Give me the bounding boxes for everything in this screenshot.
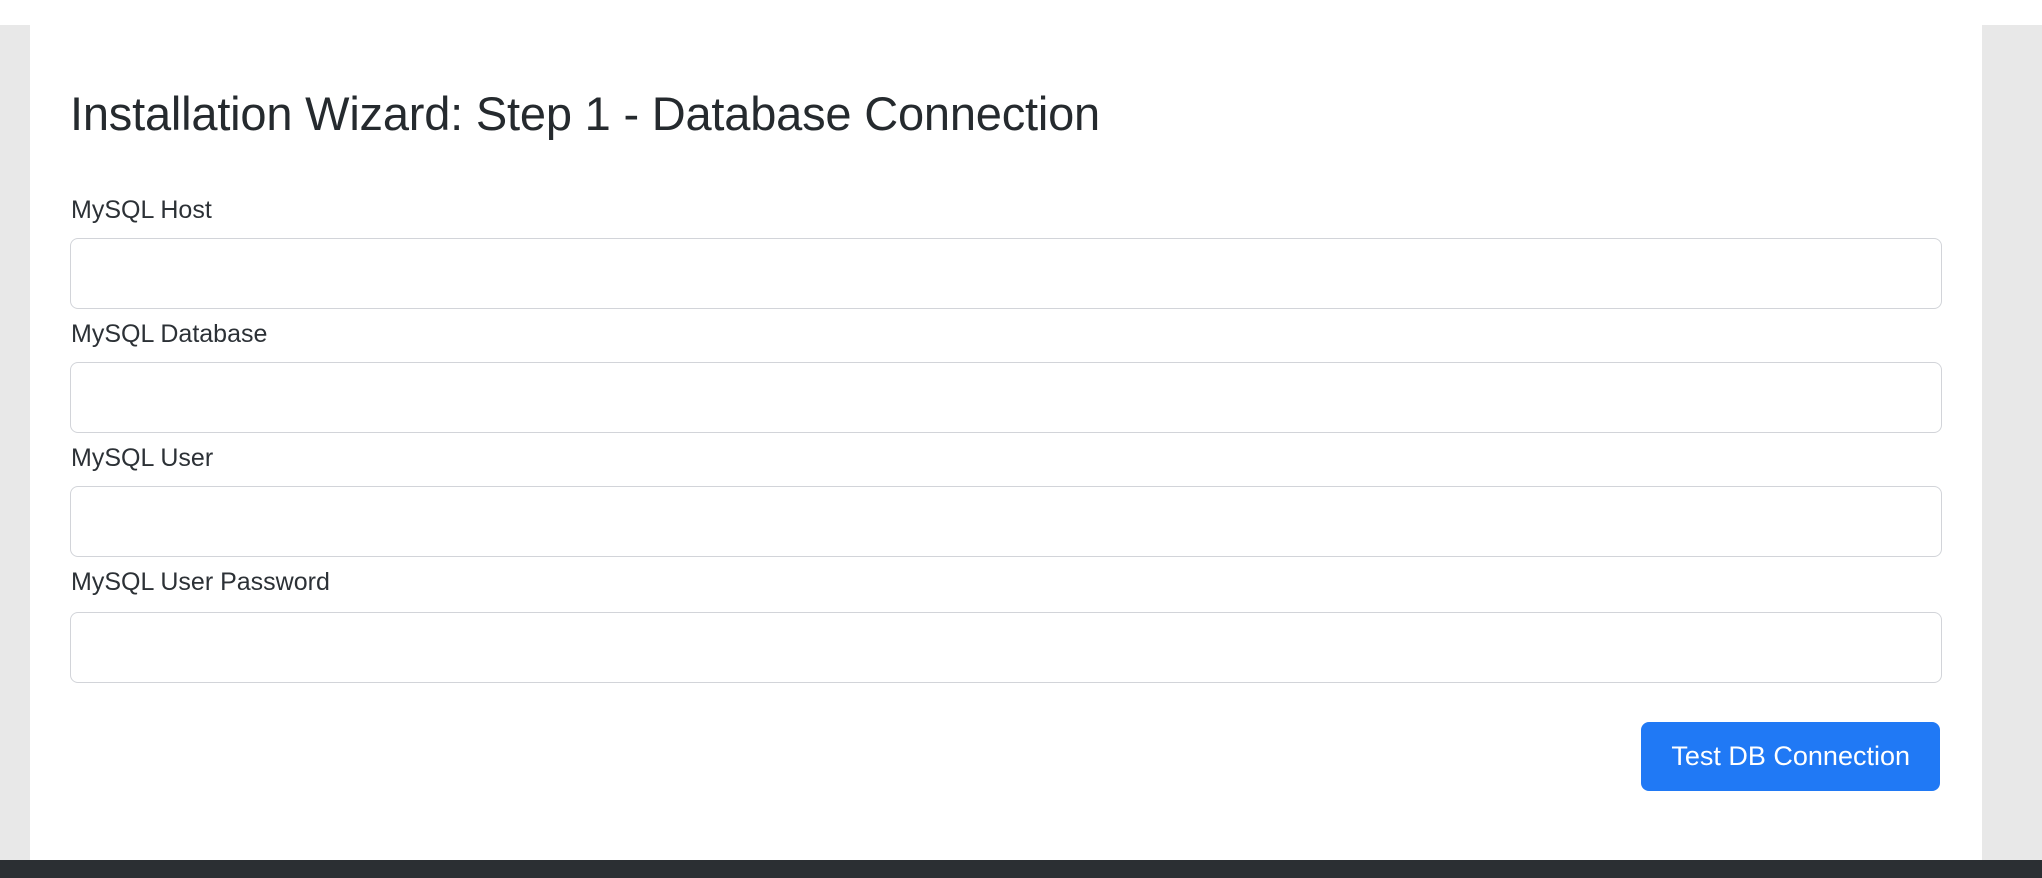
label-mysql-database: MySQL Database <box>71 320 268 348</box>
installation-wizard-card: Installation Wizard: Step 1 - Database C… <box>30 25 1982 860</box>
mysql-database-input[interactable] <box>70 362 1942 433</box>
page-title: Installation Wizard: Step 1 - Database C… <box>70 87 1100 140</box>
top-white-band <box>0 0 2042 25</box>
mysql-user-input[interactable] <box>70 486 1942 557</box>
test-db-connection-button[interactable]: Test DB Connection <box>1641 722 1940 791</box>
form-actions: Test DB Connection <box>70 722 1942 792</box>
label-mysql-host: MySQL Host <box>71 196 212 224</box>
label-mysql-user-password: MySQL User Password <box>71 568 330 596</box>
mysql-user-password-input[interactable] <box>70 612 1942 683</box>
database-connection-form: Installation Wizard: Step 1 - Database C… <box>70 25 1942 860</box>
label-mysql-user: MySQL User <box>71 444 214 472</box>
mysql-host-input[interactable] <box>70 238 1942 309</box>
footer-bar <box>0 860 2042 878</box>
